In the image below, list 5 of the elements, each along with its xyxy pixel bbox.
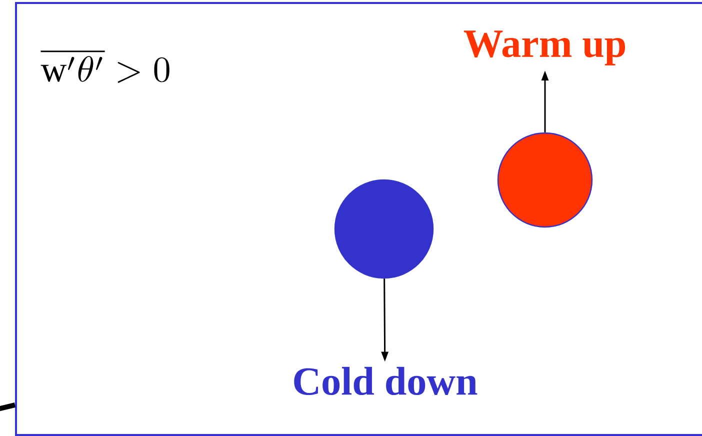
formula: $\overline{\mathrm{w}'\theta'} > 0$ [40,51,170,83]
caption-text: Cold down [294,366,478,396]
caption-text: Warm up [464,30,626,66]
parcel-circle [497,132,593,228]
parcel-circle [334,179,434,279]
